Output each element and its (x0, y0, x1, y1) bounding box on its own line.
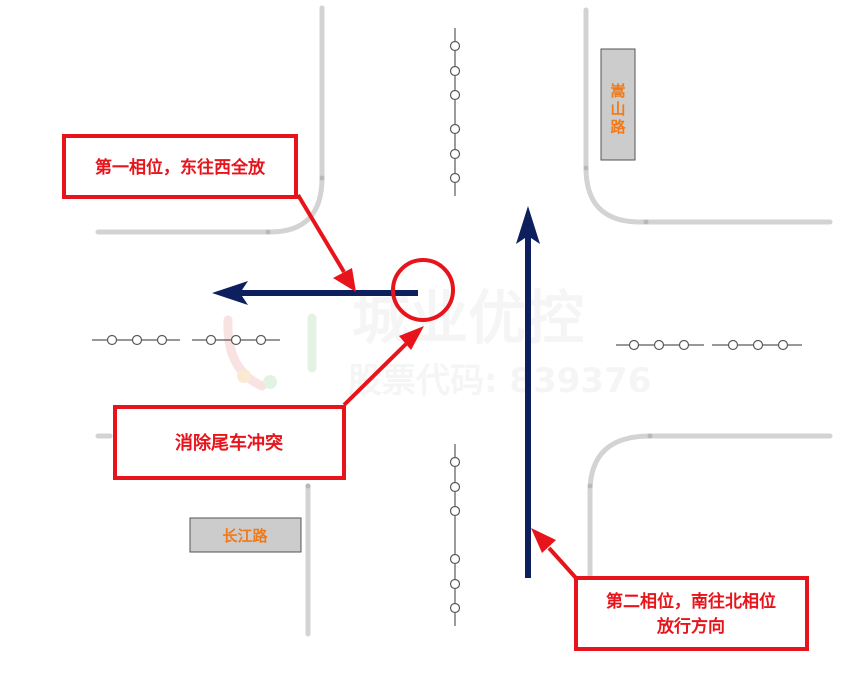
lane-marker-south (449, 444, 461, 626)
pointer-head-phase-one-icon (333, 268, 356, 292)
callout-conflict-text: 消除尾车冲突 (175, 432, 283, 454)
arrow-east-to-west (212, 281, 418, 305)
conflict-zone-circle (391, 258, 455, 322)
callout-phase-one-text: 第一相位，东往西全放 (95, 157, 266, 178)
callout-conflict: 消除尾车冲突 (113, 405, 346, 480)
arrow-north-head-icon (516, 206, 540, 244)
watermark-logo-icon (223, 313, 317, 391)
callout-phase-one: 第一相位，东往西全放 (62, 134, 298, 199)
road-edge-nodes (265, 165, 653, 489)
street-sign-songshan: 嵩 山 路 (600, 48, 636, 161)
pointer-head-phase-two-icon (531, 528, 556, 553)
road-edge-ne (583, 7, 833, 225)
lane-marker-west (92, 334, 280, 346)
watermark-stock-code: 股票代码: 839376 (348, 361, 651, 401)
callout-pointer-heads (333, 268, 556, 553)
street-sign-songshan-char-3: 路 (610, 118, 626, 136)
lane-marker-east (616, 339, 802, 351)
street-sign-songshan-char-2: 山 (610, 100, 625, 118)
callout-phase-two-line-1: 第二相位，南往北相位 (606, 591, 776, 612)
street-sign-changjiang: 长江路 (189, 517, 302, 553)
road-edge-nw (95, 5, 325, 235)
street-sign-changjiang-label: 长江路 (222, 527, 268, 545)
callout-phase-two: 第二相位，南往北相位 放行方向 (574, 576, 809, 651)
arrow-west-head-icon (212, 281, 248, 305)
street-sign-songshan-char-1: 嵩 (610, 82, 625, 100)
callout-pointers (296, 193, 578, 580)
callout-phase-two-line-2: 放行方向 (656, 616, 725, 637)
lane-marker-north (449, 28, 461, 196)
watermark: 城业优控 股票代码: 839376 (223, 284, 651, 401)
pointer-head-conflict-icon (399, 326, 424, 350)
arrow-south-to-north (516, 206, 540, 578)
